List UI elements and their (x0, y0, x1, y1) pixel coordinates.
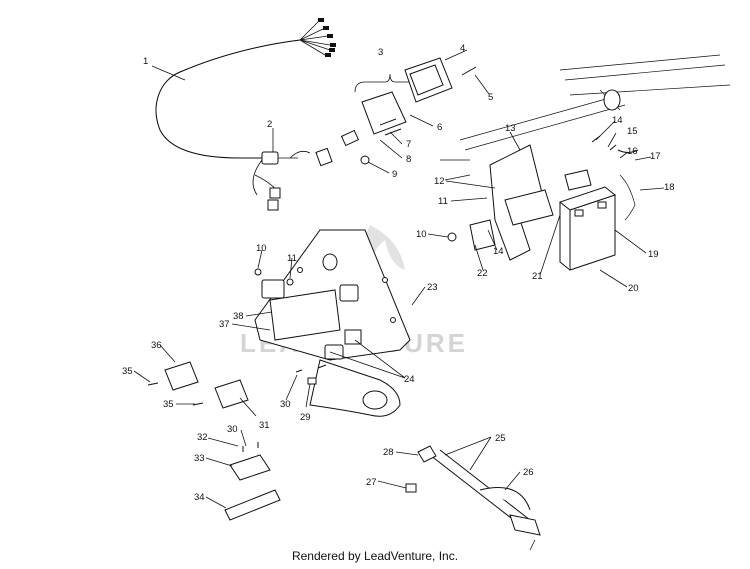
callout-10-left: 10 (256, 243, 267, 254)
callout-32: 32 (197, 432, 208, 443)
clips (295, 364, 327, 385)
callout-21: 21 (532, 271, 543, 282)
callout-4: 4 (460, 43, 465, 54)
callout-31: 31 (259, 420, 270, 431)
callout-3: 3 (378, 47, 383, 58)
callout-1: 1 (143, 56, 148, 67)
callout-labels: 1 2 3 4 5 6 7 8 9 10 11 12 13 14 15 16 1… (122, 43, 675, 503)
callout-5: 5 (488, 92, 493, 103)
callout-14-bottom: 14 (493, 246, 504, 257)
callout-33: 33 (194, 453, 205, 464)
frame-tubes (440, 54, 731, 181)
callout-7: 7 (406, 139, 411, 150)
callout-11-right: 11 (438, 196, 448, 207)
battery (558, 149, 639, 271)
relay (254, 268, 294, 299)
callout-19: 19 (648, 249, 659, 260)
callout-15: 15 (627, 126, 638, 137)
bracket-and-pad (224, 442, 281, 521)
tail-light-assembly (340, 57, 477, 165)
callout-30-mid: 30 (280, 399, 291, 410)
callout-8: 8 (406, 154, 411, 165)
leader-lines (133, 49, 665, 509)
callout-34: 34 (194, 492, 205, 503)
callout-16: 16 (627, 146, 638, 157)
callout-28: 28 (383, 447, 394, 458)
mounting-panel (254, 229, 411, 417)
callout-9: 9 (392, 169, 397, 180)
callout-38: 38 (233, 311, 244, 322)
callout-23: 23 (427, 282, 438, 293)
callout-36: 36 (151, 340, 162, 351)
callout-17: 17 (650, 151, 661, 162)
footer-credit: Rendered by LeadVenture, Inc. (291, 549, 459, 563)
callout-12: 12 (434, 176, 445, 187)
regulators (147, 361, 249, 409)
callout-27: 27 (366, 477, 377, 488)
battery-bracket-assembly (447, 135, 617, 261)
callout-11-left: 11 (287, 253, 297, 264)
callout-35-bottom: 35 (163, 399, 174, 410)
wire-harness (155, 18, 336, 211)
callout-20: 20 (628, 283, 639, 294)
callout-22: 22 (477, 268, 488, 279)
callout-37: 37 (219, 319, 230, 330)
callout-2: 2 (267, 119, 272, 130)
callout-35-top: 35 (122, 366, 133, 377)
callout-25: 25 (495, 433, 506, 444)
callout-6: 6 (437, 122, 442, 133)
callout-13: 13 (505, 123, 516, 134)
callout-30-bottom: 30 (227, 424, 238, 435)
callout-24: 24 (404, 374, 415, 385)
callout-10-right: 10 (416, 229, 427, 240)
callout-29: 29 (300, 412, 311, 423)
callout-14-top: 14 (612, 115, 623, 126)
callout-18: 18 (664, 182, 675, 193)
lower-harness (405, 445, 541, 551)
callout-26: 26 (523, 467, 534, 478)
